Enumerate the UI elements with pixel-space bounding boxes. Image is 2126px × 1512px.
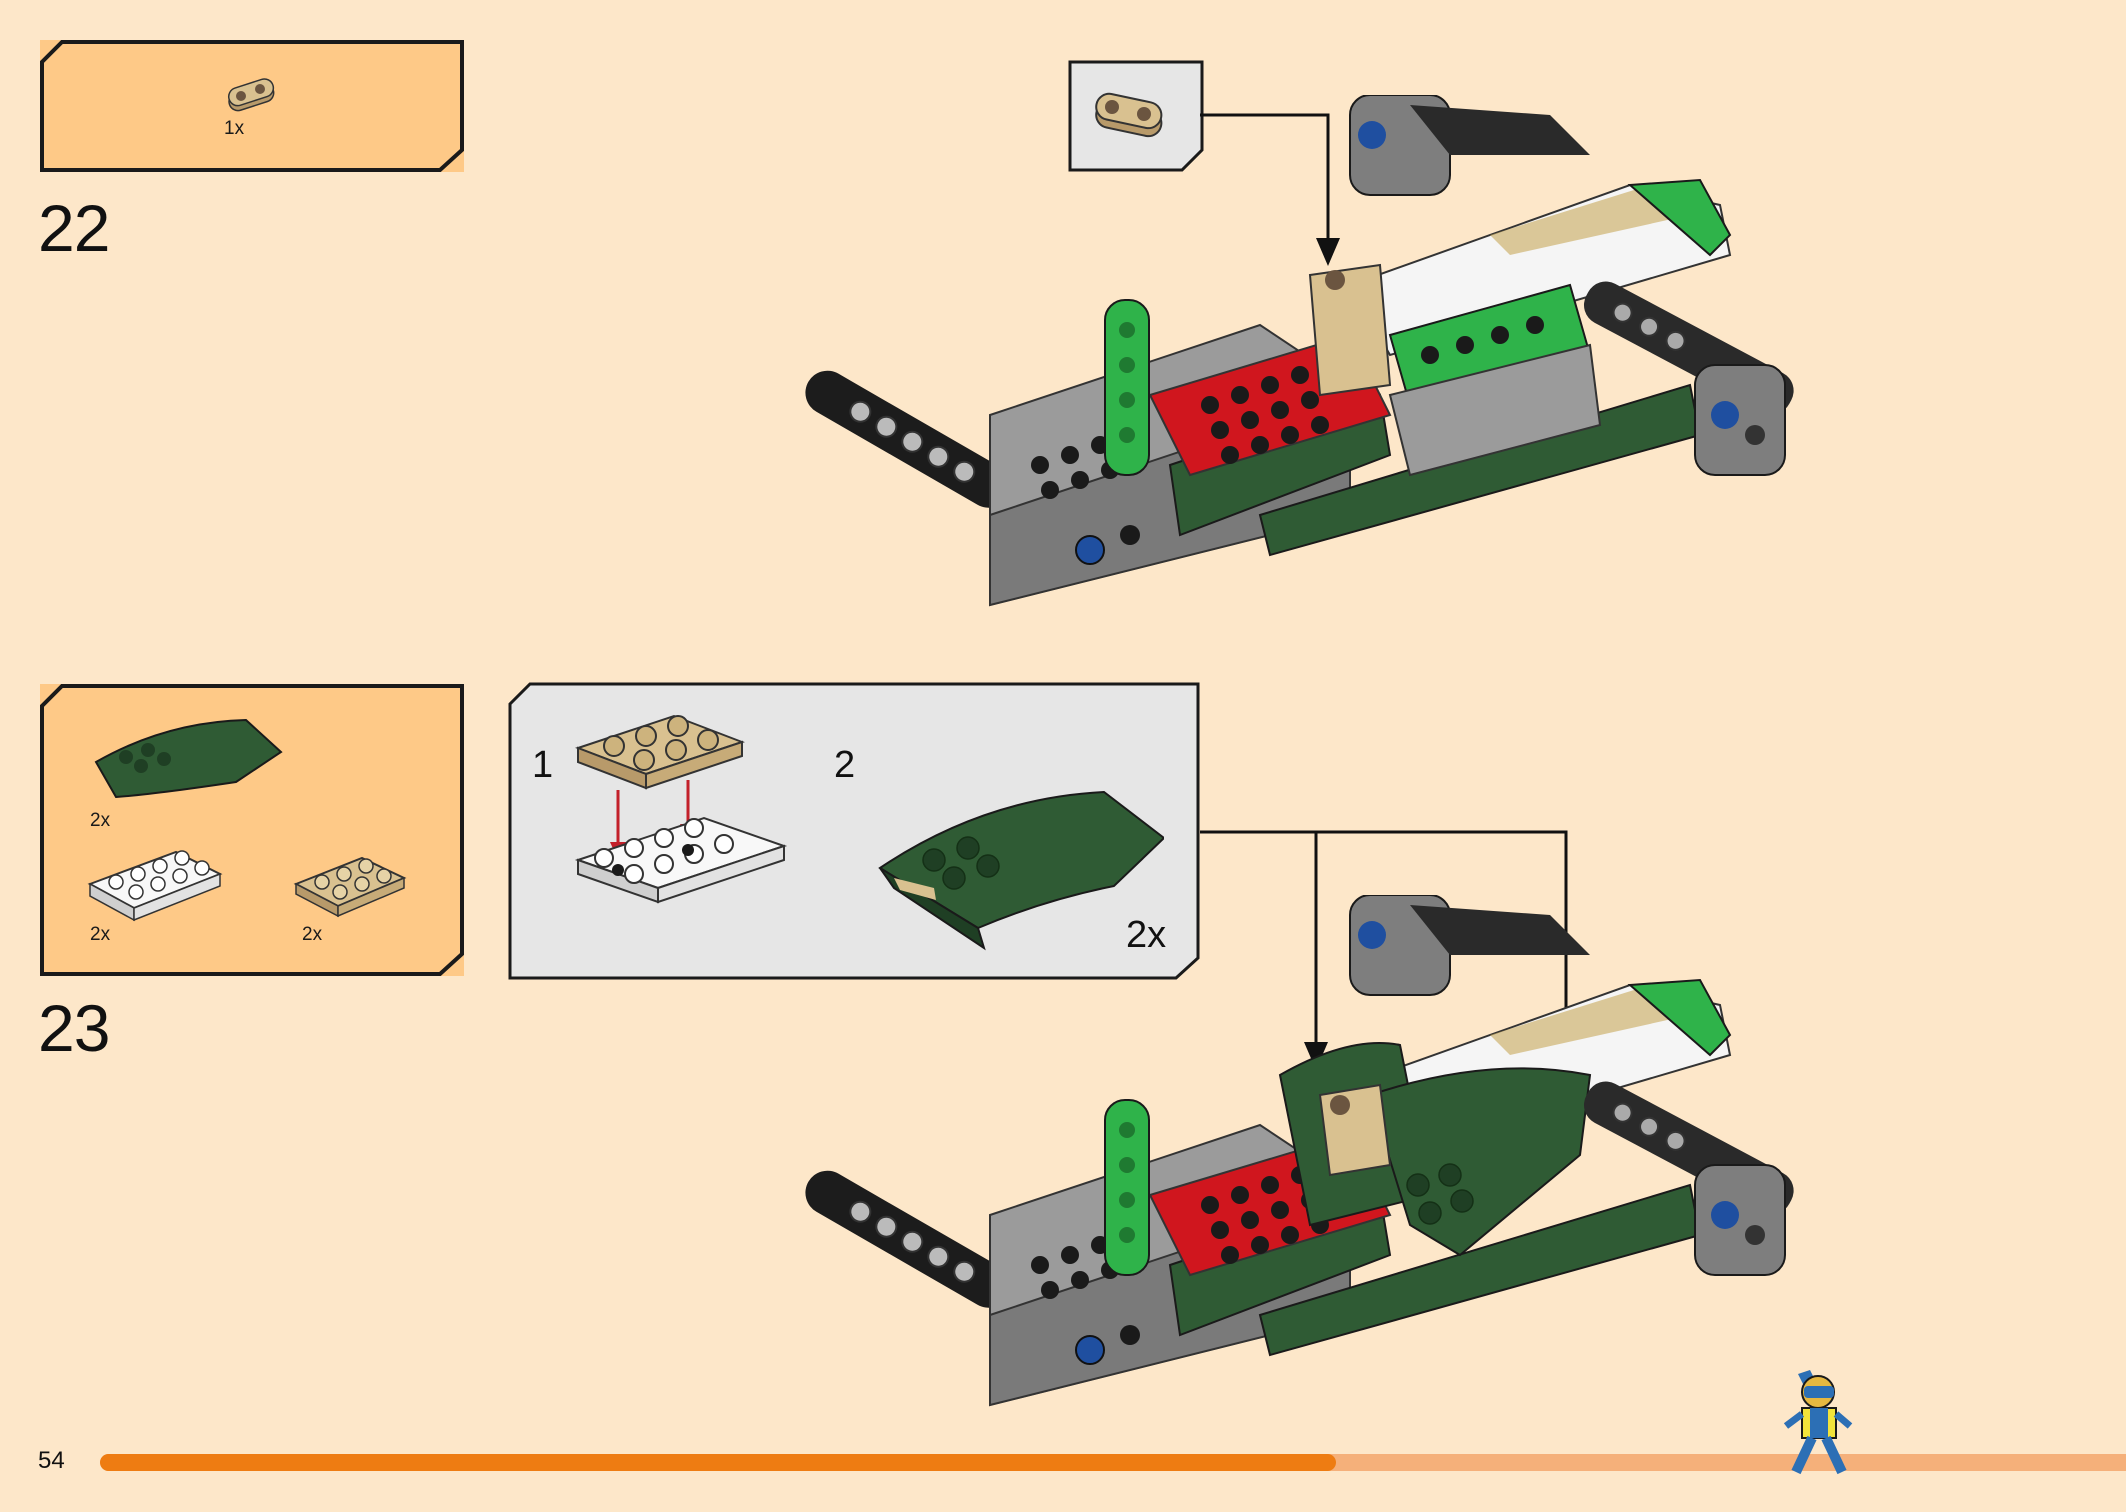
part-callout-box bbox=[1068, 60, 1204, 172]
step-number: 23 bbox=[38, 991, 110, 1065]
subassembly-multiplier: 2x bbox=[1126, 914, 1167, 956]
step-number: 22 bbox=[38, 191, 110, 265]
page-number: 54 bbox=[38, 1447, 65, 1474]
sub-step-number: 2 bbox=[834, 744, 856, 786]
tan-plate-1x2-icon bbox=[227, 78, 275, 112]
assembly-model-step-23 bbox=[805, 895, 1794, 1407]
sub-step-number: 1 bbox=[532, 744, 554, 786]
dark-green-curved-slope-icon bbox=[94, 718, 283, 799]
placement-arrow bbox=[1200, 113, 1340, 266]
part-qty: 2x bbox=[302, 924, 323, 945]
minifigure-icon bbox=[1783, 1370, 1853, 1475]
tan-2x3-plate-icon bbox=[293, 856, 407, 918]
step-23-parts-box: 2x 2x 2x bbox=[40, 684, 464, 976]
plate-stack-diagram bbox=[574, 714, 788, 904]
part-qty: 1x bbox=[224, 118, 245, 139]
progress-bar-fill bbox=[100, 1454, 1336, 1471]
subassembly-callout: 1 2 2x bbox=[508, 682, 1200, 980]
step-22-parts-box: 1x bbox=[40, 40, 464, 172]
white-2x4-plate-icon bbox=[87, 850, 223, 922]
progress-bar bbox=[100, 1454, 2126, 1471]
assembly-model-step-22 bbox=[805, 95, 1794, 607]
part-qty: 2x bbox=[90, 810, 111, 831]
curved-slope-assembly bbox=[878, 790, 1164, 951]
part-qty: 2x bbox=[90, 924, 111, 945]
